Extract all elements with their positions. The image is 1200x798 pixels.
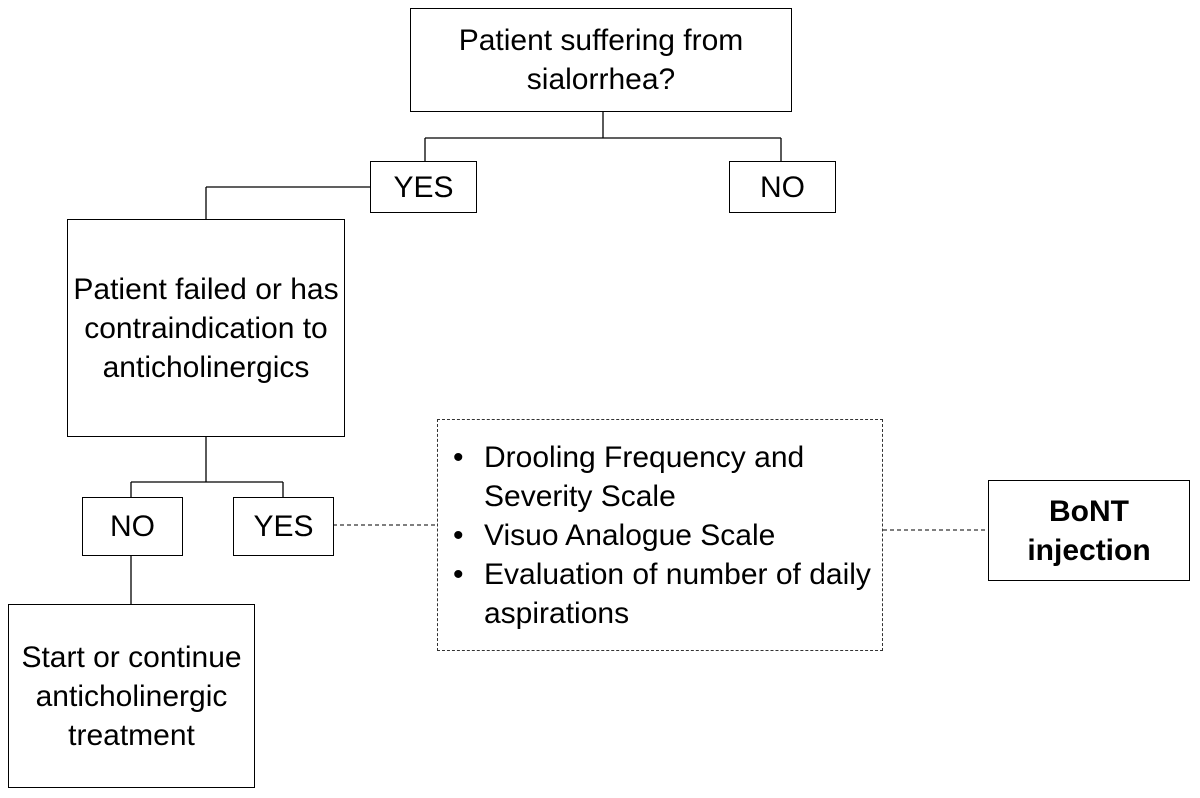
no-label-second: NO (110, 510, 155, 543)
bont-injection-box: BoNT injection (988, 480, 1190, 581)
assessment-scales-box: Drooling Frequency and Severity Scale Vi… (437, 419, 883, 651)
no-box-top: NO (729, 161, 836, 213)
anticholinergic-question-box: Patient failed or has contraindication t… (67, 219, 345, 437)
anticholinergic-treatment-box: Start or continue anticholinergic treatm… (8, 604, 255, 788)
yes-label-top: YES (393, 170, 454, 204)
sialorrhea-question-text: Patient suffering from sialorrhea? (458, 24, 744, 96)
assessment-item-drooling-scale: Drooling Frequency and Severity Scale (453, 438, 882, 516)
no-box-second: NO (82, 497, 183, 556)
yes-box-top: YES (370, 161, 477, 213)
yes-box-second: YES (233, 497, 334, 556)
no-label-top: NO (760, 170, 805, 204)
anticholinergic-treatment-text: Start or continue anticholinergic treatm… (21, 640, 242, 752)
sialorrhea-question-box: Patient suffering from sialorrhea? (410, 8, 792, 112)
bont-injection-text: BoNT injection (1027, 494, 1151, 567)
assessment-item-visual-analogue-scale: Visuo Analogue Scale (453, 516, 882, 555)
assessment-item-daily-aspirations: Evaluation of number of daily aspiration… (453, 555, 882, 633)
yes-label-second: YES (253, 510, 314, 543)
anticholinergic-question-text: Patient failed or has contraindication t… (73, 272, 339, 384)
assessment-list: Drooling Frequency and Severity Scale Vi… (438, 438, 882, 633)
